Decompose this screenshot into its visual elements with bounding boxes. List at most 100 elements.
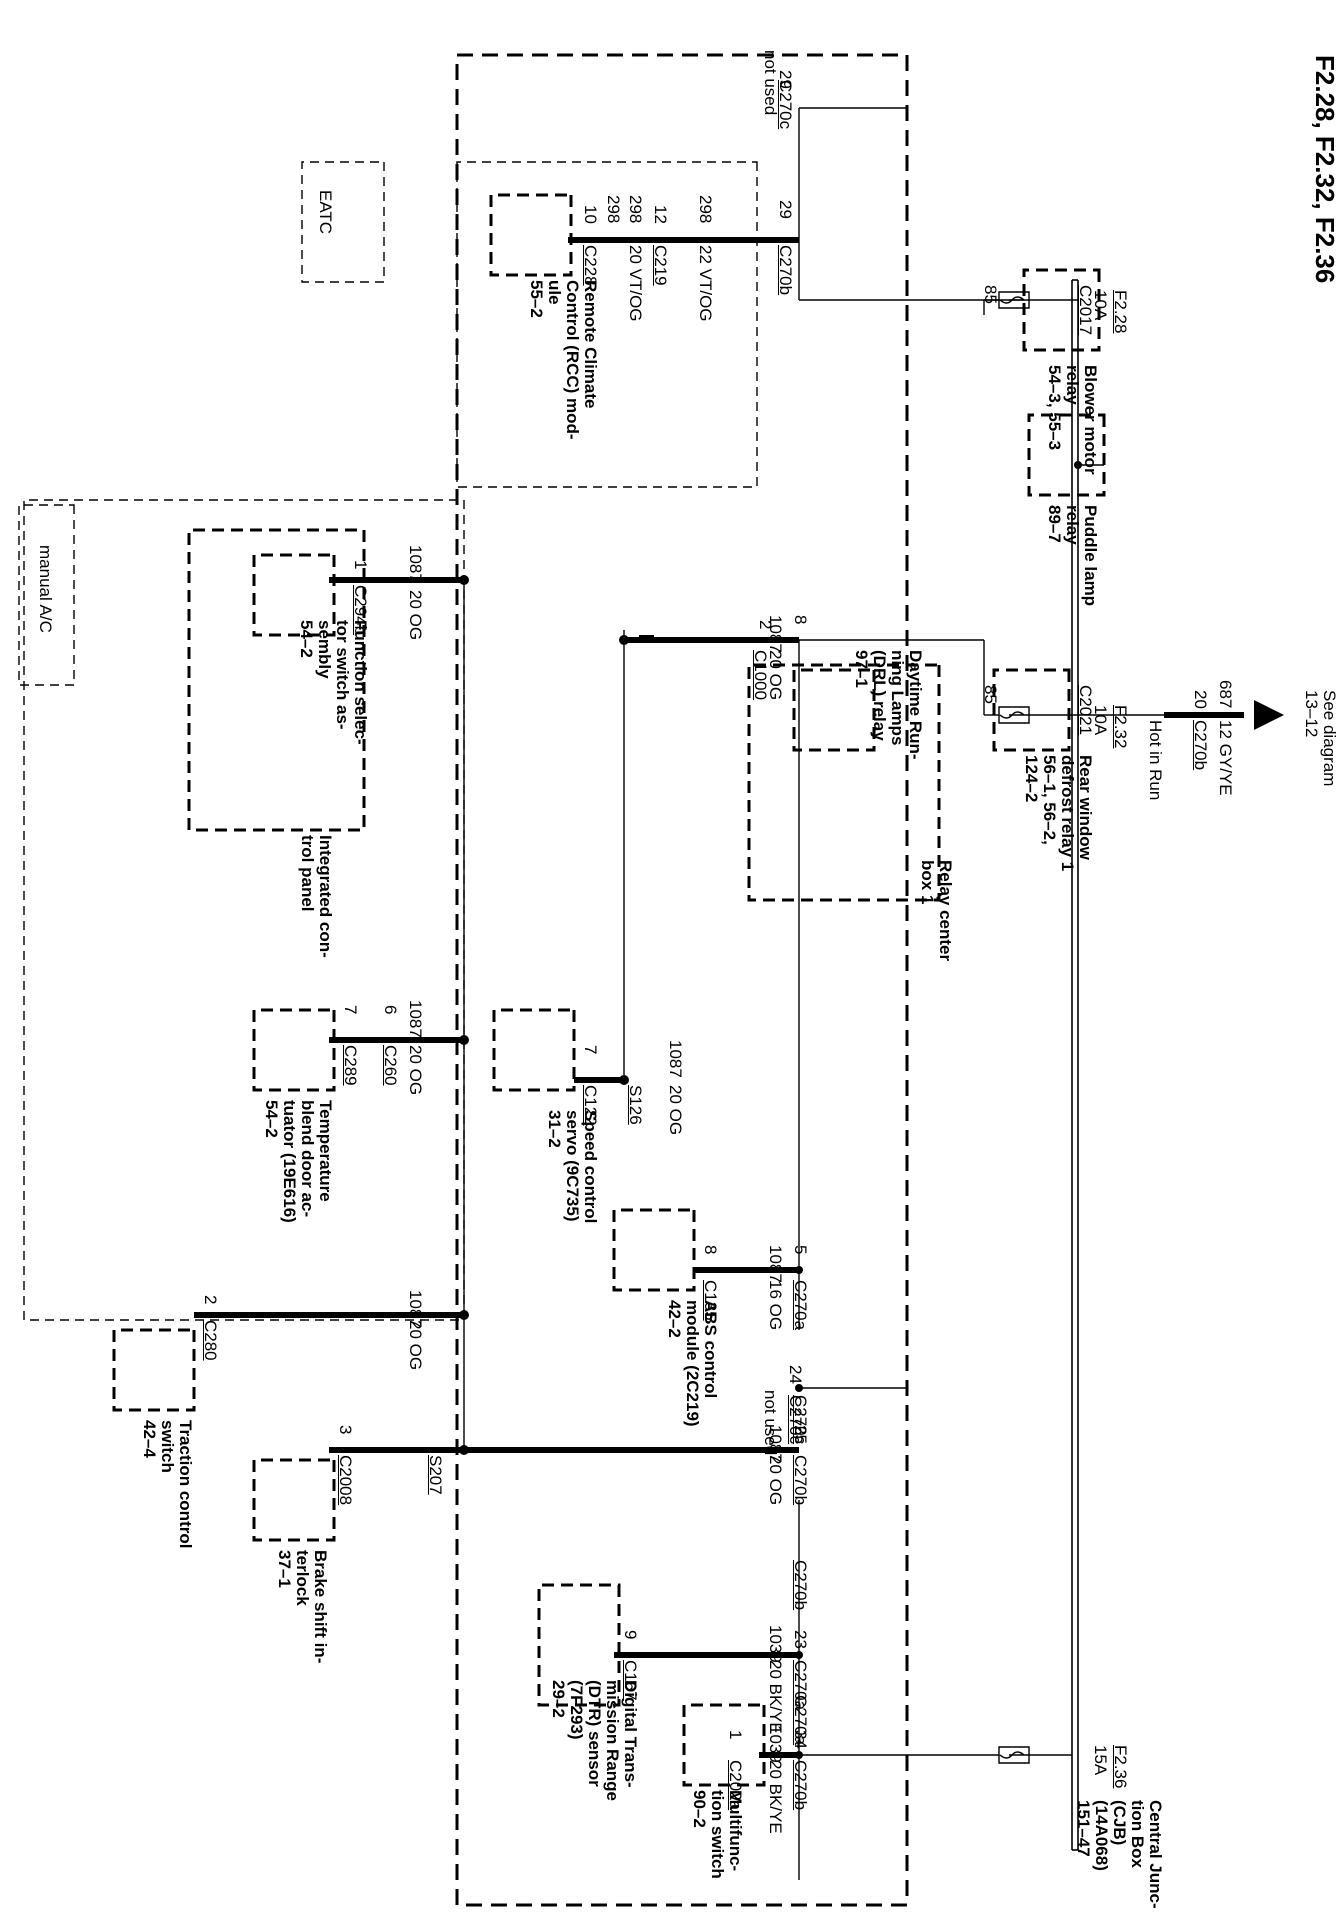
- rcc-wire: 22 VT/OG: [696, 245, 715, 322]
- traction-connector: C280: [201, 1320, 220, 1361]
- manual-ac-label: manual A/C: [36, 545, 55, 633]
- source-circuit: 687: [1216, 680, 1235, 709]
- defrost-relay-box: [992, 668, 1071, 752]
- drl-pin: 8: [791, 615, 810, 625]
- blower-relay-label: Blower motor relay 54–3, 55–3: [1045, 365, 1100, 475]
- rcc-conn-top: C270c: [776, 80, 795, 130]
- drl-relay-box: [792, 668, 876, 752]
- multi-connector: C270b: [791, 1760, 810, 1811]
- traction-pin: 2: [201, 1295, 220, 1305]
- relay-center-label: Relay center box 1: [918, 860, 955, 962]
- dtr-wire: 20 BK/YE: [766, 1660, 785, 1734]
- temp-actuator-label: Temperature blend door ac- tuator (19E61…: [262, 1100, 335, 1223]
- abs-connector: C270a: [791, 1280, 810, 1331]
- rcc-circuit: 298: [696, 195, 715, 224]
- temp-pin6: 6: [381, 1005, 400, 1015]
- dtr-circuit: 1039: [766, 1625, 785, 1663]
- defrost-relay-label: Rear window defrost relay 1 56–1, 56–2, …: [1022, 755, 1095, 872]
- rcc-pin10: 10: [581, 205, 600, 224]
- eatc-label: EATC: [316, 190, 335, 235]
- source-wire: 12 GY/YE: [1216, 720, 1235, 796]
- cjb-label: Central Junc- tion Box (CJB) (14A068) 15…: [1074, 1800, 1165, 1909]
- speed-wire: 20 OG: [666, 1085, 685, 1136]
- rcc-pin29: 29: [776, 200, 795, 219]
- abs-module-label: ABS control module (2C219) 42–2: [665, 1300, 720, 1427]
- rcc-pin12: 12: [651, 205, 670, 224]
- rcc-conn2: C219: [651, 245, 670, 286]
- dtr-conn23: C270b: [791, 1560, 810, 1611]
- brake-interlock-box: [252, 1458, 336, 1542]
- rcc-circuit3: 298: [604, 195, 623, 224]
- drl-connector: C1000: [751, 650, 770, 701]
- brake-splice: S207: [426, 1455, 445, 1495]
- source-pin: 20: [1191, 690, 1210, 709]
- temp-conn7: C289: [341, 1045, 360, 1086]
- dtr-sensor-box: [537, 1583, 621, 1707]
- rcc-conn: C270b: [776, 245, 795, 296]
- abs-circuit: 1087: [766, 1245, 785, 1283]
- source-connector: C270b: [1191, 720, 1210, 771]
- abs-wire: 16 OG: [766, 1280, 785, 1331]
- func-switch-label: Function selec- tor switch as- sembly 54…: [297, 620, 370, 745]
- abs-pin8: 8: [701, 1245, 720, 1255]
- relay-center-box: [747, 663, 941, 902]
- temp-pin7: 7: [341, 1005, 360, 1015]
- multi-wire: 20 BK/YE: [766, 1760, 785, 1834]
- multi-pin1: 1: [726, 1730, 745, 1740]
- traction-label: Traction control switch 42–4: [140, 1420, 195, 1549]
- func-circuit: 1087: [406, 545, 425, 583]
- speed-splice: S126: [626, 1085, 645, 1125]
- eatc-box: [301, 161, 385, 283]
- fuse-f236-amps: 15A: [1091, 1745, 1110, 1776]
- icp-outer-box: [23, 499, 465, 1321]
- manual-ac-box: [18, 504, 75, 686]
- temp-conn6: C260: [381, 1045, 400, 1086]
- fuse-f236-symbol: [998, 1746, 1030, 1764]
- func-pin: 1: [351, 560, 370, 570]
- multi-conn34: C270a: [791, 1695, 810, 1746]
- fuse-f236-name: F2.36: [1111, 1745, 1130, 1789]
- puddle-relay-box: [1027, 413, 1106, 497]
- speed-servo-box: [492, 1008, 576, 1092]
- drl-relay-label: Daytime Run- ning Lamps (DRL) relay 97–1: [852, 650, 925, 760]
- rcc-module-label: Remote Climate Control (RCC) mod- ule 55…: [527, 280, 600, 440]
- func-wire: 20 OG: [406, 590, 425, 641]
- temp-wire: 20 OG: [406, 1045, 425, 1096]
- puddle-relay-label: Puddle lamp relay 89–7: [1045, 505, 1100, 607]
- icp-label: Integrated con- trol panel: [298, 835, 335, 958]
- fuse-f232-name: F2.32: [1111, 705, 1130, 749]
- source-flag: [1254, 700, 1284, 730]
- temp-actuator-box: [252, 1008, 336, 1092]
- func-switch-box: [252, 553, 336, 637]
- icp-inner-box: [187, 528, 366, 832]
- rcc-wire2: 20 VT/OG: [626, 245, 645, 322]
- source-ref: See diagram 13–12: [1302, 690, 1339, 787]
- speed-circuit: 1087: [666, 1040, 685, 1078]
- brake-connector: C270b: [791, 1455, 810, 1506]
- splice-dots: [459, 461, 1082, 1759]
- speed-servo-label: Speed control servo (9C735) 31–2: [545, 1110, 600, 1224]
- cjb-box: [455, 53, 909, 1907]
- page-title: F2.28, F2.32, F2.36: [1310, 55, 1340, 284]
- brake-conn3: C2008: [336, 1455, 355, 1506]
- multi-switch-label: Multifunc- tion switch 90–2: [690, 1790, 745, 1879]
- brake-pin3: 3: [336, 1425, 355, 1435]
- brake-wire: 20 OG: [766, 1455, 785, 1506]
- dtr-pin23: 23: [791, 1630, 810, 1649]
- defrost-relay-connector: C2021: [1076, 685, 1095, 736]
- speed-pin: 7: [581, 1045, 600, 1055]
- abs-module-box: [612, 1208, 696, 1292]
- dtr-pin9: 9: [621, 1630, 640, 1640]
- source-letter: F: [1256, 730, 1275, 741]
- defrost-relay-pin: 85: [981, 685, 1000, 704]
- nu24-pin: 24: [786, 1365, 805, 1384]
- blower-relay-box: [1022, 268, 1101, 352]
- rcc-module-box: [489, 193, 573, 277]
- dtr-sensor-label: Digital Trans- mission Range (DTR) senso…: [549, 1680, 640, 1801]
- abs-pin5: 5: [791, 1245, 810, 1255]
- multi-circuit: 1039: [766, 1725, 785, 1763]
- brake-conn25: C270c: [791, 1395, 810, 1445]
